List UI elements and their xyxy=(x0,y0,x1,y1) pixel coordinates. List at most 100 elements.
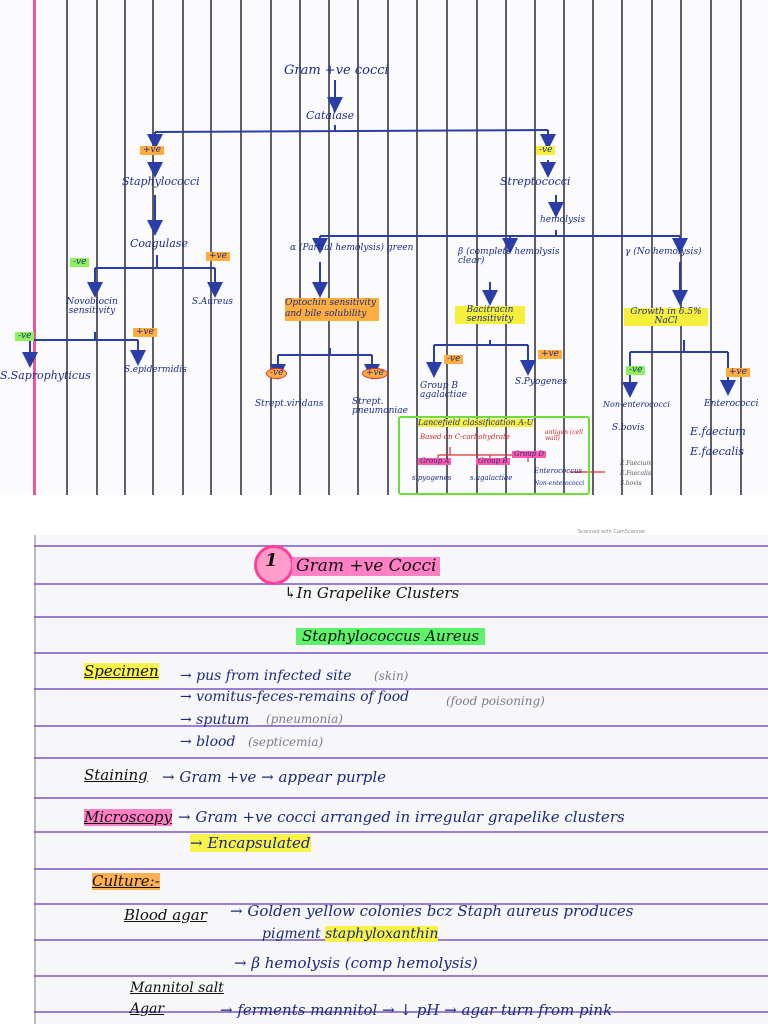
ruled-line xyxy=(240,0,242,495)
page-margin-line xyxy=(34,535,36,1024)
lancefield-group-d: Group D xyxy=(512,450,546,458)
node-s-pyogenes: S.Pyogenes xyxy=(515,377,568,387)
node-bacitracin: Bacitracin sensitivity xyxy=(455,306,525,324)
pigment-text: pigment xyxy=(262,926,321,942)
lancefield-group-b: Group B xyxy=(476,457,510,465)
ruled-line xyxy=(740,0,742,495)
ruled-line xyxy=(34,797,768,799)
node-alpha-hemolysis: α (Partial hemolysis) green xyxy=(290,243,414,253)
specimen-label: Specimen xyxy=(84,662,159,680)
ruled-line xyxy=(416,0,418,495)
optochin-negative-label: -ve xyxy=(266,368,288,379)
ruled-line xyxy=(34,545,768,547)
specimen-pus: → pus from infected site xyxy=(180,668,352,684)
ruled-line xyxy=(210,0,212,495)
ruled-line xyxy=(710,0,712,495)
ruled-line xyxy=(34,688,768,690)
staining-text: → Gram +ve → appear purple xyxy=(162,768,387,786)
node-staphylococci: Staphylococci xyxy=(122,175,200,188)
node-non-enterococci: Non-enterococci xyxy=(603,400,670,409)
ruled-line xyxy=(34,616,768,618)
node-group-b-agalactiae: Group B agalactiae xyxy=(420,381,467,400)
ruled-line xyxy=(66,0,68,495)
ruled-line xyxy=(592,0,594,495)
ruled-line xyxy=(34,652,768,654)
scanner-watermark: Scanned with CamScanner xyxy=(578,529,646,535)
ruled-line xyxy=(387,0,389,495)
page-margin-line xyxy=(33,0,36,495)
ruled-line xyxy=(124,0,126,495)
node-optochin: Optochin sensitivity and bile solubility xyxy=(285,298,379,321)
node-s-epidermidis: S.epidermidis xyxy=(124,365,187,375)
ruled-line xyxy=(563,0,565,495)
agar-label: Agar xyxy=(130,1001,165,1017)
novobiocin-positive-label: +ve xyxy=(133,328,157,337)
node-streptococci: Streptococci xyxy=(500,175,571,188)
lancefield-e-faecalis: E.Faecalis xyxy=(620,470,652,477)
node-novobiocin: Novobiocin sensitivity xyxy=(66,297,118,316)
node-enterococci: Enterococci xyxy=(704,399,759,409)
ruled-line xyxy=(152,0,154,495)
ruled-line xyxy=(621,0,623,495)
ruled-line xyxy=(34,831,768,833)
ruled-line xyxy=(357,0,359,495)
ruled-line xyxy=(270,0,272,495)
ruled-line xyxy=(34,903,768,905)
ruled-line xyxy=(34,1011,768,1013)
bacitracin-negative-label: -ve xyxy=(444,355,464,364)
specimen-vomitus: → vomitus-feces-remains of food xyxy=(180,689,410,705)
ruled-line xyxy=(476,0,478,495)
microscopy-label: Microscopy xyxy=(84,808,172,826)
catalase-positive-label: +ve xyxy=(140,146,164,155)
culture-label: Culture:- xyxy=(92,872,160,890)
page-gap xyxy=(0,495,768,535)
novobiocin-negative-label: -ve xyxy=(15,332,35,341)
ruled-line xyxy=(182,0,184,495)
ruled-line xyxy=(534,0,536,495)
ruled-line xyxy=(34,868,768,870)
ruled-line xyxy=(34,725,768,727)
blood-agar-text: → Golden yellow colonies bcz Staph aureu… xyxy=(230,902,634,920)
mannitol-salt-label: Mannitol salt xyxy=(130,980,224,996)
specimen-sputum: → sputum xyxy=(180,712,250,728)
specimen-blood: → blood xyxy=(180,734,236,750)
node-s-bovis: S.bovis xyxy=(612,423,645,433)
coagulase-positive-label: +ve xyxy=(206,252,230,261)
pigment-name: staphyloxanthin xyxy=(325,926,439,942)
node-s-aureus: S.Aureus xyxy=(192,297,234,307)
node-strept-viridans: Strept.viridans xyxy=(255,399,324,409)
coagulase-negative-label: -ve xyxy=(70,258,90,267)
node-coagulase: Coagulase xyxy=(130,237,188,250)
flowchart-page: Gram +ve cocci Catalase +ve -ve Staphylo… xyxy=(0,0,768,495)
ruled-line xyxy=(299,0,301,495)
node-s-saprophyticus: S.Saprophyticus xyxy=(0,369,91,382)
node-hemolysis: hemolysis xyxy=(540,215,586,225)
lancefield-s-pyogenes: s.pyogenes xyxy=(412,474,452,482)
specimen-blood-note: (septicemia) xyxy=(248,735,324,749)
node-growth-nacl: Growth in 6.5% NaCl xyxy=(624,308,708,326)
ruled-line xyxy=(651,0,653,495)
ruled-line xyxy=(96,0,98,495)
specimen-pus-note: (skin) xyxy=(374,669,409,683)
page-subtitle: ↳In Grapelike Clusters xyxy=(284,584,460,602)
beta-hemolysis-text: → β hemolysis (comp hemolysis) xyxy=(234,954,478,972)
page-title: Gram +ve Cocci xyxy=(292,557,441,576)
lancefield-enterococcus: Enterococcus xyxy=(534,467,583,475)
specimen-vomitus-note: (food poisoning) xyxy=(446,694,545,708)
blood-agar-label: Blood agar xyxy=(124,906,207,924)
bacitracin-positive-label: +ve xyxy=(538,350,562,359)
section-number: 1 xyxy=(265,550,278,571)
specimen-sputum-note: (pneumonia) xyxy=(266,712,343,726)
lancefield-antigen: antigen (cell wall) xyxy=(545,429,584,442)
node-gram-positive-cocci: Gram +ve cocci xyxy=(284,63,389,78)
notes-page: 1 Gram +ve Cocci ↳In Grapelike Clusters … xyxy=(34,535,768,1024)
ruled-line xyxy=(34,757,768,759)
ruled-line xyxy=(328,0,330,495)
encapsulated-highlight: → Encapsulated xyxy=(190,834,311,852)
ruled-line xyxy=(34,975,768,977)
lancefield-group-a: Group A xyxy=(418,457,452,465)
microscopy-text: → Gram +ve cocci arranged in irregular g… xyxy=(178,808,625,826)
organism-heading: Staphylococcus Aureus xyxy=(296,628,486,645)
lancefield-based-on: Based on C-carbohydrate xyxy=(420,433,510,441)
node-e-faecalis: E.faecalis xyxy=(690,445,745,458)
